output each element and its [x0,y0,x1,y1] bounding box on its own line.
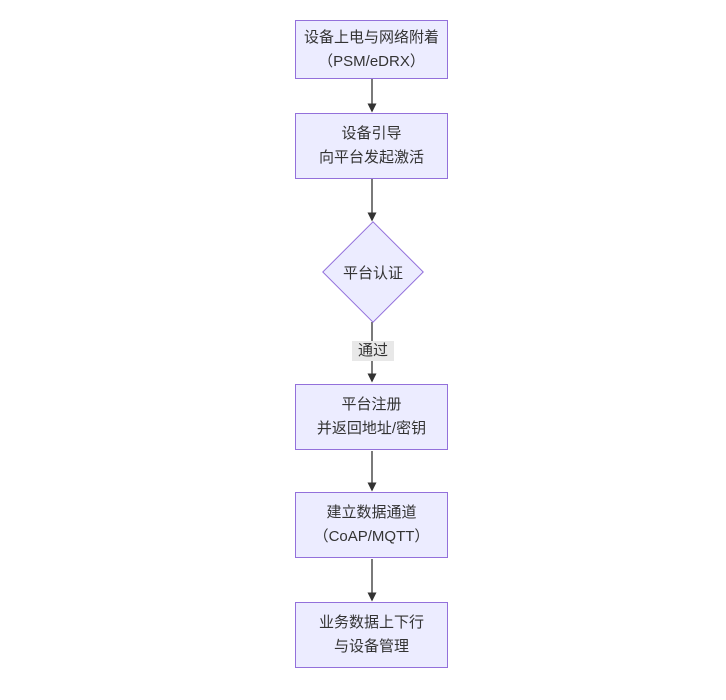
node-bootstrap: 设备引导 向平台发起激活 [295,113,448,179]
node-register-line2: 并返回地址/密钥 [316,420,427,437]
node-channel-line1: 建立数据通道 [326,504,417,521]
node-business-line1: 业务数据上下行 [318,614,424,631]
node-power-attach-line1: 设备上电与网络附着 [303,28,439,46]
node-auth-label: 平台认证 [322,222,424,322]
node-bootstrap-line1: 设备引导 [341,125,402,142]
node-channel-line2: （CoAP/MQTT） [313,528,430,545]
node-power-attach: 设备上电与网络附着 （PSM/eDRX） [295,20,448,79]
node-register: 平台注册 并返回地址/密钥 [295,384,448,450]
node-business-line2: 与设备管理 [333,638,409,655]
node-business: 业务数据上下行 与设备管理 [295,602,448,668]
node-auth-line1: 平台认证 [342,264,403,282]
node-register-line1: 平台注册 [341,396,402,413]
node-power-attach-line2: （PSM/eDRX） [318,52,425,70]
node-bootstrap-line2: 向平台发起激活 [318,149,424,166]
edge-label-pass: 通过 [352,341,394,361]
node-channel: 建立数据通道 （CoAP/MQTT） [295,492,448,558]
